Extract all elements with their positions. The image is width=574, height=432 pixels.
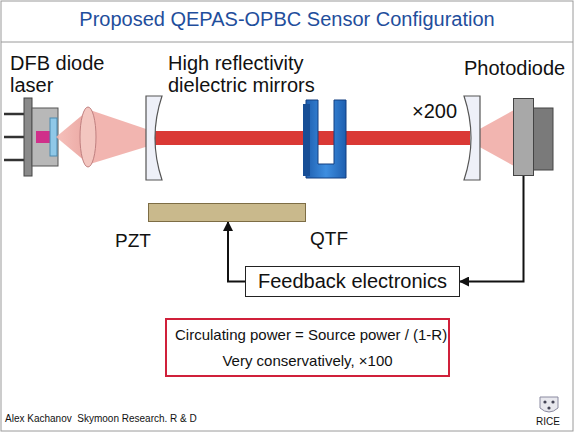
rice-crest	[540, 397, 558, 412]
laser-label: DFB diode laser	[10, 52, 140, 96]
pass-count: ×200	[412, 100, 457, 123]
slide-title: Proposed QEPAS-OPBC Sensor Configuration	[0, 8, 574, 31]
photodiode-label: Photodiode	[464, 57, 565, 80]
lens	[80, 107, 96, 167]
footer-logo: RICE	[536, 416, 560, 427]
laser-can	[32, 108, 58, 166]
pzt-actuator: PZT	[148, 203, 306, 222]
qtf-side	[303, 104, 310, 176]
laser-window	[50, 118, 57, 156]
quartz-tuning-fork	[306, 100, 346, 178]
feedback-arrow	[228, 222, 245, 282]
laser-pins	[4, 114, 26, 160]
mirror-label: High reflectivity dielectric mirrors	[168, 52, 378, 96]
footer-credit: Alex Kachanov Skymoon Research. R & D	[5, 413, 197, 424]
note-line: Circulating power = Source power / (1-R)	[175, 326, 440, 343]
note-box: Circulating power = Source power / (1-R)…	[165, 318, 450, 377]
feedback-arrow	[460, 176, 524, 282]
pzt-label: PZT	[115, 230, 151, 252]
photodiode: Photodiode	[513, 98, 534, 176]
laser-chip	[36, 131, 50, 143]
note-line: Very conservatively, ×100	[175, 352, 440, 369]
left-mirror	[146, 96, 162, 180]
converging-beam	[90, 110, 152, 164]
feedback-box: Feedback electronics	[245, 266, 460, 297]
right-mirror	[464, 96, 480, 180]
laser-flange	[24, 98, 32, 176]
qtf-label: QTF	[310, 228, 348, 250]
exit-beam	[476, 110, 514, 166]
photodiode-housing	[533, 108, 553, 170]
title-rule	[1, 42, 573, 43]
feedback-label: Feedback electronics	[258, 270, 447, 293]
